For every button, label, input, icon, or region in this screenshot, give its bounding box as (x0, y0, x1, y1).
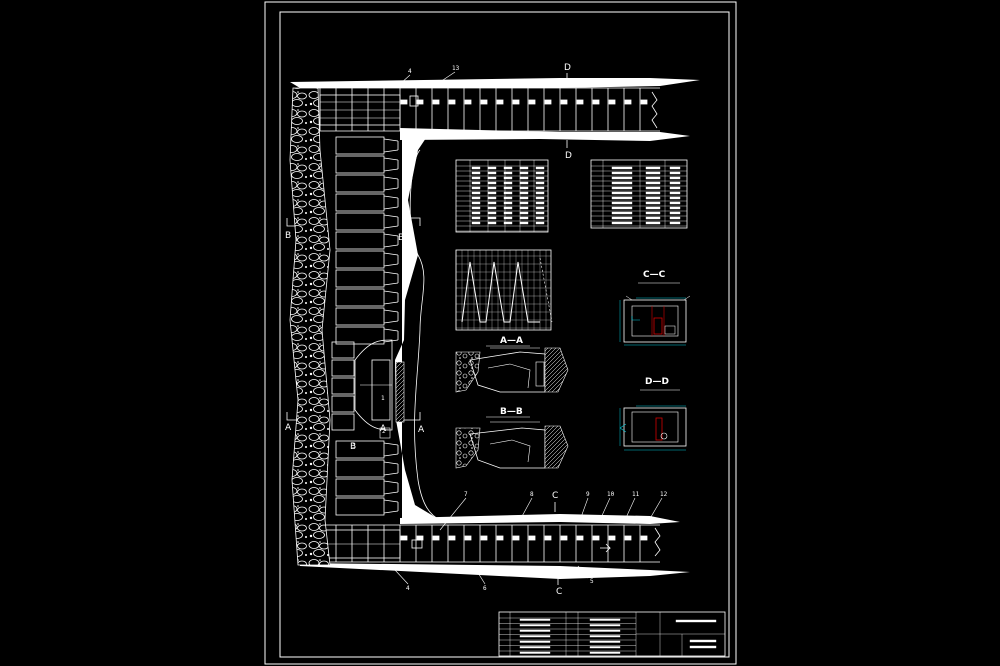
callout-4-top: 4 (408, 68, 412, 75)
cut-label-d-lower: D (565, 151, 572, 161)
callout-10: 10 (607, 491, 615, 498)
cut-label-a-center: A (380, 424, 387, 434)
cut-label-c-bottom: C (556, 587, 562, 597)
callout-4-bottom: 4 (406, 585, 410, 592)
parameter-table-right (590, 159, 688, 229)
callout-1: 1 (381, 395, 385, 402)
goaf-rubble-zone (289, 87, 331, 566)
cut-label-a-left: A (285, 423, 292, 433)
bottom-roadway (300, 514, 690, 579)
cut-label-b-center: B (350, 442, 356, 452)
callout-8: 8 (530, 491, 534, 498)
cut-label-b-left: B (285, 231, 291, 241)
cut-label-d-top: D (564, 63, 571, 73)
sheet-inner-frame (279, 11, 730, 658)
section-c-c: C—C (619, 270, 691, 346)
callout-13-top: 13 (452, 65, 460, 72)
cut-label-c-mid: C (552, 491, 558, 501)
cycle-operation-chart (455, 249, 553, 331)
section-d-d: D—D (619, 377, 687, 451)
callout-5: 5 (590, 578, 594, 585)
section-cut-markers: B A B A D D C C A B (285, 63, 572, 597)
section-c-c-title: C—C (643, 270, 666, 280)
section-a-a-title: A—A (500, 336, 523, 346)
callout-11: 11 (632, 491, 640, 498)
working-face (331, 130, 441, 521)
callout-6: 6 (483, 585, 487, 592)
callout-numbers: 4 13 7 8 9 10 11 12 4 6 5 1 2 3 (352, 65, 668, 592)
section-b-b: B—B (455, 407, 569, 469)
parameter-table-left (455, 159, 549, 233)
cut-label-b-right: B (398, 233, 404, 243)
cut-label-a-right: A (418, 425, 425, 435)
callout-2: 2 (382, 428, 386, 435)
top-roadway (290, 78, 700, 141)
callout-7: 7 (464, 491, 468, 498)
title-block (498, 611, 726, 657)
section-b-b-title: B—B (500, 407, 523, 417)
section-a-a: A—A (455, 336, 569, 393)
section-d-d-title: D—D (645, 377, 669, 387)
callout-9: 9 (586, 491, 590, 498)
callout-3: 3 (352, 443, 356, 450)
sheet-outer-frame (264, 1, 737, 665)
callout-12: 12 (660, 491, 668, 498)
